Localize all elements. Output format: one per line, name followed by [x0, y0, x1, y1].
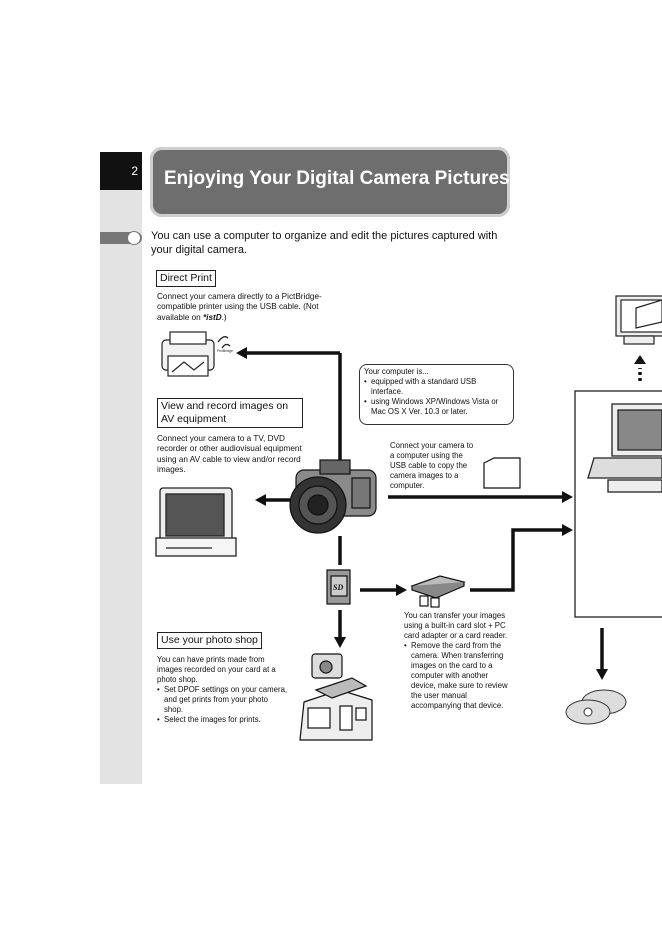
computer-requirements-heading: Your computer is...	[364, 367, 429, 376]
card-reader-text: You can transfer your images using a bui…	[404, 611, 514, 711]
arrow-reader-to-computer	[470, 528, 566, 592]
istd-logo: *istD	[202, 312, 222, 322]
arrowheads	[236, 347, 646, 680]
title-banner	[150, 147, 510, 217]
card-reader-desc: You can transfer your images using a bui…	[404, 611, 508, 640]
photo-shop-item: Select the images for prints.	[157, 715, 289, 725]
page-number: 2	[100, 152, 142, 190]
av-equipment-text: Connect your camera to a TV, DVD recorde…	[157, 434, 302, 475]
direct-print-desc: Connect your camera directly to a PictBr…	[157, 292, 322, 322]
av-equipment-label: View and record images on AV equipment	[157, 398, 303, 428]
intro-text: You can use a computer to organize and e…	[151, 230, 498, 256]
requirement-item: using Windows XP/Windows Vista or Mac OS…	[364, 397, 509, 417]
card-reader-icon	[410, 575, 466, 608]
connection-arrows	[243, 351, 642, 672]
sd-card-icon	[326, 569, 351, 605]
side-strip	[100, 152, 142, 784]
camera-icon	[289, 459, 377, 534]
direct-print-desc-end: .)	[221, 312, 227, 322]
computer-panel	[574, 390, 662, 618]
tv-icon	[155, 487, 237, 557]
sd-card-label: SD	[333, 583, 343, 592]
section-marker-dot	[127, 231, 141, 245]
folder-icon	[483, 457, 521, 489]
card-reader-note: Remove the card from the camera. When tr…	[404, 641, 514, 711]
av-label-line1: View and record images on	[161, 400, 289, 412]
av-label-line2: AV equipment	[161, 413, 227, 425]
direct-print-text: Connect your camera directly to a PictBr…	[157, 292, 323, 323]
photo-shop-text: You can have prints made from images rec…	[157, 655, 289, 725]
direct-print-label: Direct Print	[156, 270, 216, 287]
email-monitor-icon	[615, 295, 662, 345]
computer-requirements-bubble: Your computer is... equipped with a stan…	[359, 364, 514, 425]
disc-icon	[565, 689, 627, 725]
usb-connect-text: Connect your camera to a computer using …	[390, 441, 474, 490]
photo-shop-desc: You can have prints made from images rec…	[157, 655, 276, 684]
photo-shop-label: Use your photo shop	[157, 632, 262, 649]
photo-shop-icon	[299, 653, 373, 741]
photo-shop-item: Set DPOF settings on your camera, and ge…	[157, 685, 289, 715]
printer-icon	[161, 331, 215, 377]
pictbridge-logo-icon	[217, 335, 231, 349]
requirement-item: equipped with a standard USB interface.	[364, 377, 509, 397]
page-title: Enjoying Your Digital Camera Pictures	[164, 168, 510, 189]
pictbridge-logo-text: PictBridge	[217, 349, 233, 353]
